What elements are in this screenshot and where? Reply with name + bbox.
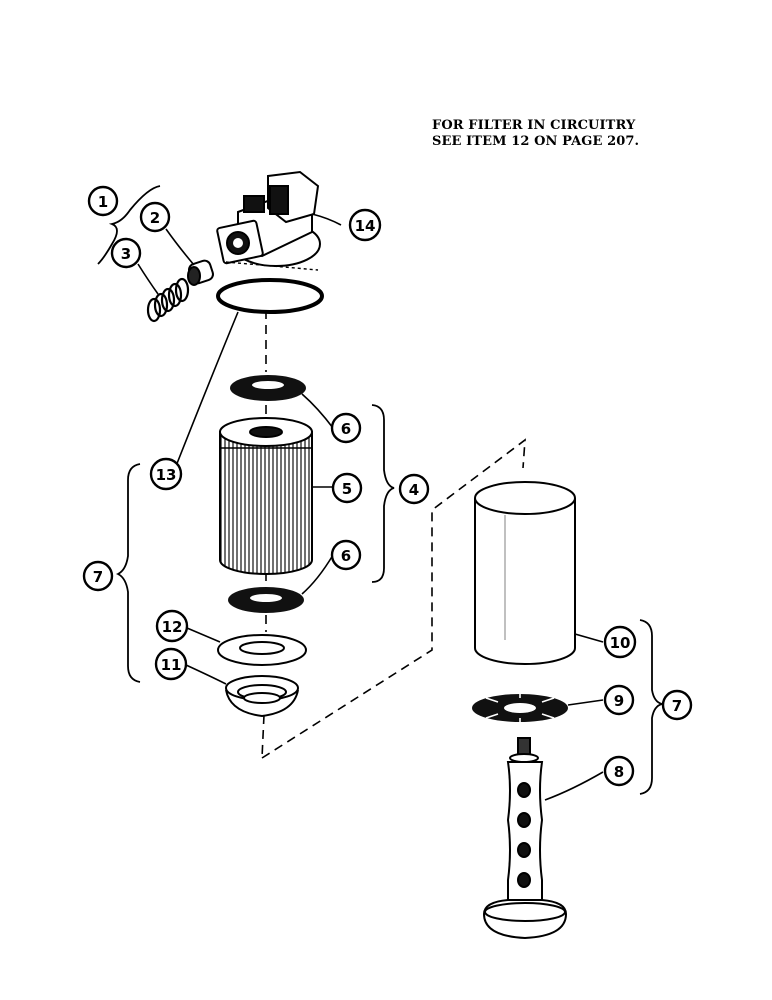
filter-element <box>219 417 313 575</box>
o-ring <box>216 278 324 314</box>
callout-7-left: 7 <box>82 560 114 592</box>
callout-2: 2 <box>139 201 171 233</box>
assembly-centerline <box>261 310 526 759</box>
callout-14-label: 14 <box>355 217 376 235</box>
valve-spring <box>146 277 190 323</box>
callout-4-label: 4 <box>409 481 419 499</box>
callout-6-lower-label: 6 <box>341 547 351 565</box>
callout-10: 10 <box>603 625 637 659</box>
callout-7-left-label: 7 <box>93 568 103 586</box>
callout-12: 12 <box>155 609 189 643</box>
callout-11-label: 11 <box>161 656 182 674</box>
page-reference-note: FOR FILTER IN CIRCUITRY SEE ITEM 12 ON P… <box>432 118 639 150</box>
callout-7-right-label: 7 <box>672 697 682 715</box>
callout-6-lower: 6 <box>330 539 362 571</box>
callout-8: 8 <box>603 755 635 787</box>
note-line-1: FOR FILTER IN CIRCUITRY <box>432 118 636 133</box>
callout-14: 14 <box>348 208 382 242</box>
callout-6-upper-label: 6 <box>341 420 351 438</box>
callout-4: 4 <box>398 473 430 505</box>
center-tube <box>482 737 568 940</box>
callout-13: 13 <box>149 457 183 491</box>
callout-3-label: 3 <box>121 245 131 263</box>
gasket-upper <box>230 375 306 401</box>
callout-2-label: 2 <box>150 209 160 227</box>
callout-9-label: 9 <box>614 692 624 710</box>
baffle-washer <box>472 694 568 722</box>
callout-6-upper: 6 <box>330 412 362 444</box>
callout-13-label: 13 <box>156 466 177 484</box>
callout-11: 11 <box>154 647 188 681</box>
callout-3: 3 <box>110 237 142 269</box>
callout-8-label: 8 <box>614 763 624 781</box>
callout-12-label: 12 <box>162 618 183 636</box>
bowl-seal <box>217 634 307 666</box>
callout-1: 1 <box>87 185 119 217</box>
spring-cup <box>225 675 299 718</box>
callout-5: 5 <box>331 472 363 504</box>
callout-10-label: 10 <box>610 634 631 652</box>
callout-7-right: 7 <box>661 689 693 721</box>
filter-head <box>216 170 321 271</box>
gasket-lower <box>228 587 304 613</box>
callout-9: 9 <box>603 684 635 716</box>
assembly-braces <box>97 185 663 795</box>
note-line-2: SEE ITEM 12 ON PAGE 207. <box>432 134 640 149</box>
relief-valve-poppet <box>187 259 214 286</box>
leader-lines <box>137 213 604 801</box>
filter-bowl <box>474 481 576 665</box>
callout-1-label: 1 <box>98 193 108 211</box>
callout-5-label: 5 <box>342 480 352 498</box>
